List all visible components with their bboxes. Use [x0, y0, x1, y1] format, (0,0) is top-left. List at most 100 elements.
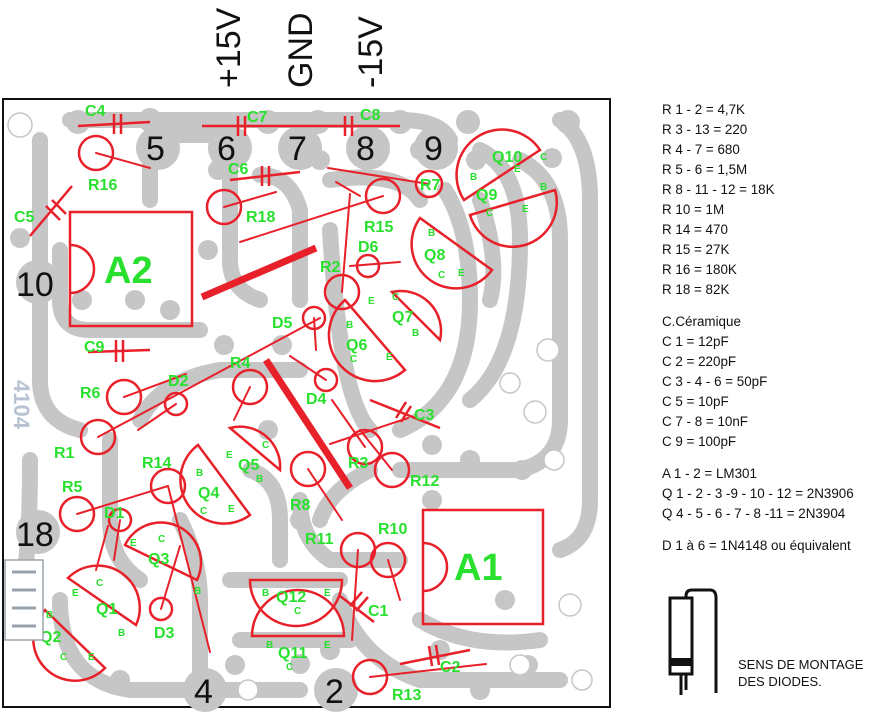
supply-label-gnd: GND	[282, 12, 320, 88]
transistor-label: Q5	[238, 457, 259, 474]
diode-note-line: DES DIODES.	[738, 674, 822, 689]
pin-marker: B	[194, 586, 201, 597]
pin-number: 9	[424, 130, 443, 168]
transistor-label: Q8	[424, 247, 445, 264]
pin-number: 8	[356, 130, 375, 168]
transistor-label: Q11	[278, 645, 307, 662]
ic-label-a1: A1	[454, 547, 503, 589]
component-leads	[76, 152, 487, 678]
pin-marker: B	[266, 640, 273, 651]
capacitor-label: C2	[440, 659, 461, 676]
transistor-label: Q10	[492, 149, 522, 166]
legend-resistor: R 14 = 470	[662, 222, 728, 237]
pin-marker: B	[196, 468, 203, 479]
component-legend: R 1 - 2 = 4,7K R 3 - 13 = 220 R 4 - 7 = …	[662, 100, 874, 556]
pin-marker: E	[226, 450, 233, 461]
pin-marker: B	[46, 610, 53, 621]
transistor-label: Q1	[96, 601, 117, 618]
pin-marker: E	[386, 352, 393, 363]
pin-marker: E	[130, 538, 137, 549]
pin-marker: B	[470, 172, 477, 183]
pin-marker: E	[228, 504, 235, 515]
pin-marker: E	[88, 652, 95, 663]
pin-marker: B	[118, 628, 125, 639]
resistor-label: R8	[290, 497, 311, 514]
pin-marker: C	[438, 270, 445, 281]
pin-marker: C	[96, 578, 103, 589]
pin-marker: E	[72, 588, 79, 599]
pin-marker: C	[200, 506, 207, 517]
legend-capacitor: C 9 = 100pF	[662, 434, 737, 449]
pin-number: 7	[288, 130, 307, 168]
resistor-label: R3	[348, 455, 369, 472]
capacitor-label: C1	[368, 603, 389, 620]
pin-marker: E	[324, 588, 331, 599]
pin-marker: C	[294, 606, 301, 617]
legend-ic: A 1 - 2 = LM301	[662, 466, 757, 481]
legend-resistor: R 15 = 27K	[662, 242, 730, 257]
pin-marker: C	[158, 534, 165, 545]
legend-capacitor: C 5 = 10pF	[662, 394, 729, 409]
pin-number: 4	[194, 673, 213, 711]
transistor-pin-markers: C E B B E C B C E C E B B C E C E B B C …	[46, 152, 547, 673]
resistor-label: R11	[305, 531, 334, 548]
pin-marker: C	[262, 440, 269, 451]
pin-numbers: 5 6 7 8 9 10 18 4 2	[16, 130, 443, 711]
pin-marker: B	[412, 328, 419, 339]
legend-capacitor: C 2 = 220pF	[662, 354, 737, 369]
legend-transistor: Q 4 - 5 - 6 - 7 - 8 -11 = 2N3904	[662, 506, 846, 521]
pin-marker: E	[514, 164, 521, 175]
resistor-label: R12	[410, 473, 439, 490]
capacitor-label: C4	[85, 103, 106, 120]
resistor-label: R5	[62, 479, 83, 496]
pin-marker: C	[286, 662, 293, 673]
diode-label: D6	[358, 239, 379, 256]
transistor-label: Q3	[148, 551, 169, 568]
legend-resistor: R 18 = 82K	[662, 282, 730, 297]
resistor-circles	[58, 134, 444, 696]
resistor-label: R18	[246, 209, 275, 226]
resistor-label: R6	[80, 385, 101, 402]
resistor-label: R13	[392, 687, 421, 704]
transistor-label: Q9	[476, 187, 497, 204]
legend-capacitor: C 3 - 4 - 6 = 50pF	[662, 374, 768, 389]
pin-number: 18	[16, 516, 54, 554]
capacitor-label: C6	[228, 161, 249, 178]
transistor-label: Q4	[198, 485, 219, 502]
legend-diode: D 1 à 6 = 1N4148 ou équivalent	[662, 538, 851, 553]
resistor-label: R2	[320, 259, 341, 276]
resistor-labels: R16 R18 R7 R15 R2 R6 R1 R4 R5 R14 R8 R3 …	[54, 177, 441, 704]
legend-resistor: R 8 - 11 - 12 = 18K	[662, 182, 775, 197]
pin-marker: B	[262, 588, 269, 599]
ic-packages	[68, 210, 545, 626]
legend-resistor: R 10 = 1M	[662, 202, 725, 217]
transistor-label: Q12	[276, 589, 306, 606]
pin-number: 5	[146, 130, 165, 168]
pads	[8, 108, 580, 712]
resistor-label: R14	[142, 455, 171, 472]
pin-marker: B	[428, 228, 435, 239]
diode-labels: D6 D5 D2 D4 D1 D3	[104, 239, 379, 642]
diode-orientation-note: SENS DE MONTAGE DES DIODES.	[738, 656, 863, 690]
legend-resistor: R 5 - 6 = 1,5M	[662, 162, 748, 177]
ic-label-a2: A2	[104, 250, 153, 292]
capacitors	[29, 114, 471, 667]
transistor-label: Q7	[392, 309, 413, 326]
pin-marker: C	[540, 152, 547, 163]
capacitor-label: C8	[360, 107, 381, 124]
pin-number: 6	[217, 130, 236, 168]
legend-transistor: Q 1 - 2 - 3 -9 - 10 - 12 = 2N3906	[662, 486, 854, 501]
jumper-wires	[200, 244, 353, 490]
diode-note-line: SENS DE MONTAGE	[738, 657, 864, 672]
pin-marker: E	[458, 268, 465, 279]
capacitor-label: C7	[247, 109, 268, 126]
diode-label: D4	[306, 391, 327, 408]
legend-capacitor: C 7 - 8 = 10nF	[662, 414, 748, 429]
supply-label-plus15: +15V	[210, 7, 248, 88]
board-side-label: 4104	[9, 380, 34, 430]
resistor-label: R7	[420, 177, 441, 194]
pin-marker: E	[368, 296, 375, 307]
diode-orientation-drawing	[668, 588, 718, 695]
pin-number: 10	[16, 266, 54, 304]
